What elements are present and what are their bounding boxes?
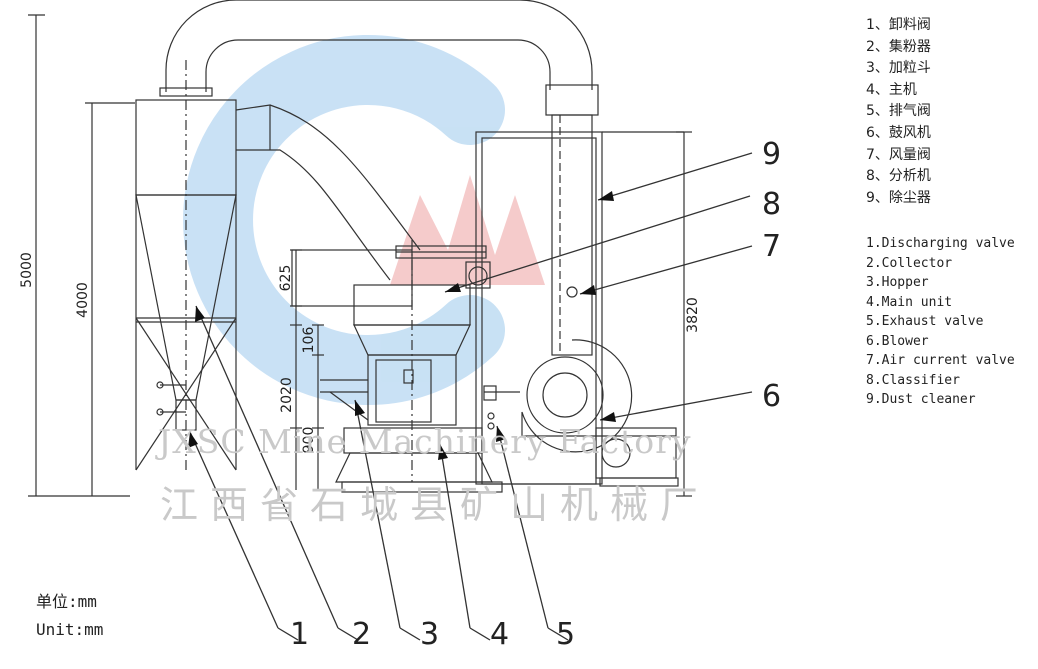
unit-label-en: Unit:mm — [36, 620, 104, 639]
unit-label-cn: 单位:mm — [36, 592, 97, 611]
legend-cn-item: 8、分析机 — [866, 168, 931, 185]
legend-en-item: 8.Classifier — [866, 372, 960, 388]
legend-en-item: 4.Main unit — [866, 294, 953, 310]
legend-cn-item: 3、加粒斗 — [866, 60, 931, 77]
callout-4: 4 — [490, 617, 509, 652]
callout-9: 9 — [762, 137, 781, 172]
dim-3820: 3820 — [685, 297, 701, 333]
dim-4000: 4000 — [75, 282, 91, 318]
dimension-labels: 5000 4000 625 106 2020 900 3820 — [19, 252, 701, 453]
legend-english: 1.Discharging valve 2.Collector 3.Hopper… — [866, 234, 1015, 410]
dim-2020: 2020 — [279, 377, 295, 413]
callout-3: 3 — [420, 617, 439, 652]
callout-arrowheads — [188, 191, 616, 460]
legend-en-item: 1.Discharging valve — [866, 236, 1015, 251]
callout-numbers: 1 2 3 4 5 6 7 8 9 — [290, 137, 781, 652]
legend-cn-item: 2、集粉器 — [866, 38, 931, 55]
dim-625: 625 — [278, 265, 294, 292]
legend-cn-item: 6、鼓风机 — [866, 124, 931, 141]
callout-lines — [189, 152, 753, 641]
dim-900: 900 — [301, 427, 317, 454]
legend-cn-item: 4、主机 — [866, 81, 917, 98]
callout-8: 8 — [762, 187, 781, 222]
legend-cn-item: 1、卸料阀 — [866, 17, 931, 33]
callout-2: 2 — [352, 617, 371, 652]
legend-en-item: 3.Hopper — [866, 275, 929, 290]
callout-5: 5 — [556, 617, 575, 652]
legend-chinese: 1、卸料阀 2、集粉器 3、加粒斗 4、主机 5、排气阀 6、鼓风机 7、风量阀… — [866, 15, 931, 209]
callout-1: 1 — [290, 617, 309, 652]
legend-en-item: 9.Dust cleaner — [866, 392, 976, 407]
legend-en-item: 5.Exhaust valve — [866, 314, 984, 329]
dim-5000: 5000 — [19, 252, 35, 288]
legend-en-item: 2.Collector — [866, 255, 953, 271]
legend-cn-item: 5、排气阀 — [866, 103, 931, 120]
legend-en-item: 7.Air current valve — [866, 353, 1015, 368]
legend-cn-item: 9、除尘器 — [866, 189, 931, 206]
callout-6: 6 — [762, 379, 781, 414]
line-work — [28, 0, 692, 497]
legend-en-item: 6.Blower — [866, 333, 929, 349]
callout-7: 7 — [762, 229, 781, 264]
legend-cn-item: 7、风量阀 — [866, 146, 931, 163]
dim-106: 106 — [301, 327, 317, 354]
